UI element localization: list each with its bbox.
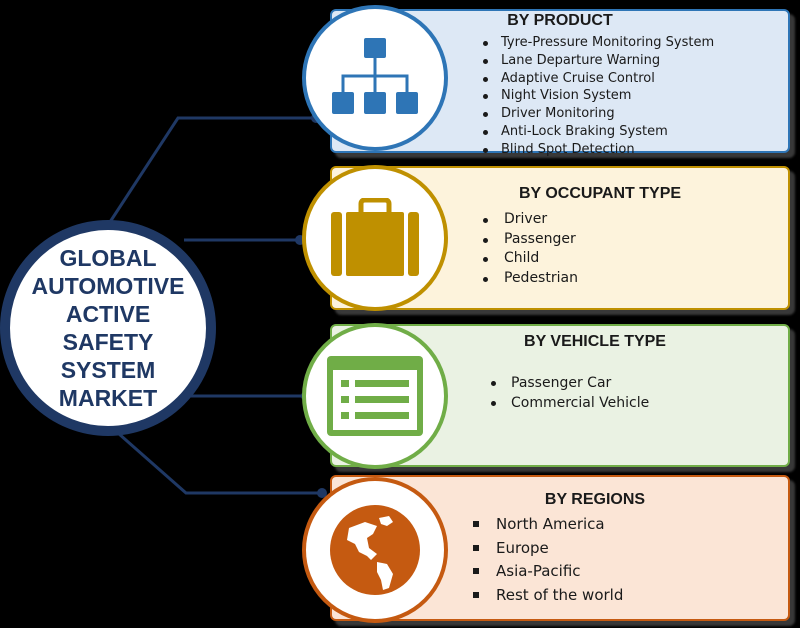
segment-icon-circle-regions: [302, 477, 448, 623]
segment-list-regions: North America Europe Asia-Pacific Rest o…: [472, 513, 623, 607]
list-item: Passenger Car: [490, 373, 649, 393]
connector-regions: [109, 424, 322, 495]
list-item: Commercial Vehicle: [490, 393, 649, 413]
globe-icon: [330, 505, 420, 595]
hierarchy-icon: [332, 38, 418, 114]
list-item: Lane Departure Warning: [482, 52, 714, 70]
list-window-icon: [327, 356, 423, 436]
segment-icon-circle-vehicle: [302, 323, 448, 469]
list-item: Pedestrian: [482, 269, 578, 289]
connector-product: [108, 116, 316, 223]
segment-title-product: BY PRODUCT: [507, 12, 613, 29]
list-item: Rest of the world: [472, 584, 623, 608]
center-circle: GLOBAL AUTOMOTIVE ACTIVE SAFETY SYSTEM M…: [0, 220, 216, 436]
list-item: Europe: [472, 537, 623, 561]
list-item: Anti-Lock Braking System: [482, 123, 714, 141]
list-item: Night Vision System: [482, 87, 714, 105]
segment-icon-circle-occupant: [302, 165, 448, 311]
briefcase-icon: [331, 198, 419, 276]
list-item: Asia-Pacific: [472, 560, 623, 584]
segment-icon-circle-product: [302, 5, 448, 151]
list-item: North America: [472, 513, 623, 537]
list-item: Driver Monitoring: [482, 105, 714, 123]
segment-list-product: Tyre-Pressure Monitoring System Lane Dep…: [482, 34, 714, 159]
segment-list-vehicle: Passenger Car Commercial Vehicle: [490, 373, 649, 413]
list-item: Blind Spot Detection: [482, 141, 714, 159]
segment-title-vehicle: BY VEHICLE TYPE: [524, 333, 666, 350]
segment-list-occupant: Driver Passenger Child Pedestrian: [482, 210, 578, 288]
list-item: Driver: [482, 210, 578, 230]
segment-title-regions: BY REGIONS: [544, 491, 646, 508]
list-item: Tyre-Pressure Monitoring System: [482, 34, 714, 52]
segment-title-occupant: BY OCCUPANT TYPE: [518, 185, 682, 202]
list-item: Adaptive Cruise Control: [482, 70, 714, 88]
center-title: GLOBAL AUTOMOTIVE ACTIVE SAFETY SYSTEM M…: [31, 245, 185, 411]
list-item: Passenger: [482, 230, 578, 250]
list-item: Child: [482, 249, 578, 269]
